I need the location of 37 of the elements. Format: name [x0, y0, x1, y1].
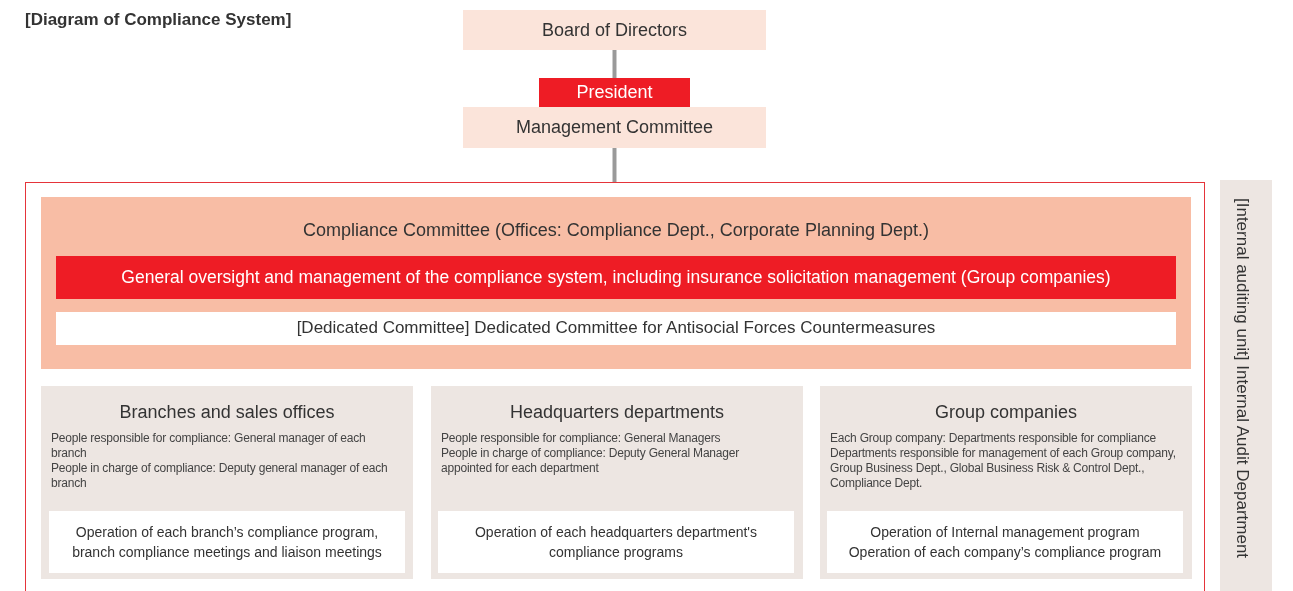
committee-box — [463, 107, 766, 148]
program-text: Operation of each company’s compliance program — [848, 543, 1162, 562]
outline-frame — [25, 182, 1205, 591]
card-heading: Branches and sales offices — [118, 402, 336, 423]
diagram-title: [Diagram of Compliance System] — [25, 10, 292, 30]
program-text: Operation of Internal management program — [870, 522, 1140, 542]
role-badge — [539, 78, 690, 107]
committee-box — [463, 10, 766, 50]
committee-panel — [41, 197, 1191, 369]
node-label: [Dedicated Committee] Dedicated Committee for Antisocial Forces Countermeasures — [296, 317, 936, 340]
responsibility-text: People in charge of compliance: Deputy General Manager appointed for each department — [441, 446, 741, 476]
responsibility-text: People responsible for compliance: General manager of each branch — [51, 431, 367, 461]
info-banner — [56, 312, 1176, 345]
responsibility-text: People responsible for compliance: General Managers — [441, 431, 722, 446]
responsibility-text: Each Group company: Departments responsible for compliance — [830, 431, 1157, 446]
program-text: Operation of each headquarters department's compliance programs — [473, 522, 759, 562]
unit-label: [Internal auditing unit] Internal Audit Department — [1232, 198, 1252, 559]
responsibility-text: People in charge of compliance: Deputy general manager of each branch — [51, 461, 389, 491]
connector-line — [612, 50, 617, 78]
highlight-banner — [56, 256, 1176, 299]
audit-band — [1220, 180, 1272, 591]
program-box — [827, 511, 1183, 573]
department-card — [41, 386, 413, 579]
department-card — [431, 386, 803, 579]
program-box — [49, 511, 405, 573]
department-card — [820, 386, 1192, 579]
node-label: Compliance Committee (Offices: Compliance Dept., Corporate Planning Dept.) — [303, 219, 929, 242]
node-label: Board of Directors — [541, 18, 688, 42]
card-heading: Headquarters departments — [508, 402, 726, 423]
node-label: General oversight and management of the compliance system, including insurance solicitation management (Group companies) — [121, 265, 1111, 289]
responsibility-text: Departments responsible for management of each Group company, Group Business Dept., Global Business Risk & Control Dept., Compliance Dept. — [830, 446, 1177, 491]
role-label: President — [576, 81, 653, 105]
connector-line — [612, 148, 617, 182]
program-box — [438, 511, 794, 573]
program-text: Operation of each branch’s compliance program, branch compliance meetings and liaison meetings — [71, 522, 383, 562]
node-label: Management Committee — [515, 115, 714, 139]
card-heading: Group companies — [933, 402, 1079, 423]
